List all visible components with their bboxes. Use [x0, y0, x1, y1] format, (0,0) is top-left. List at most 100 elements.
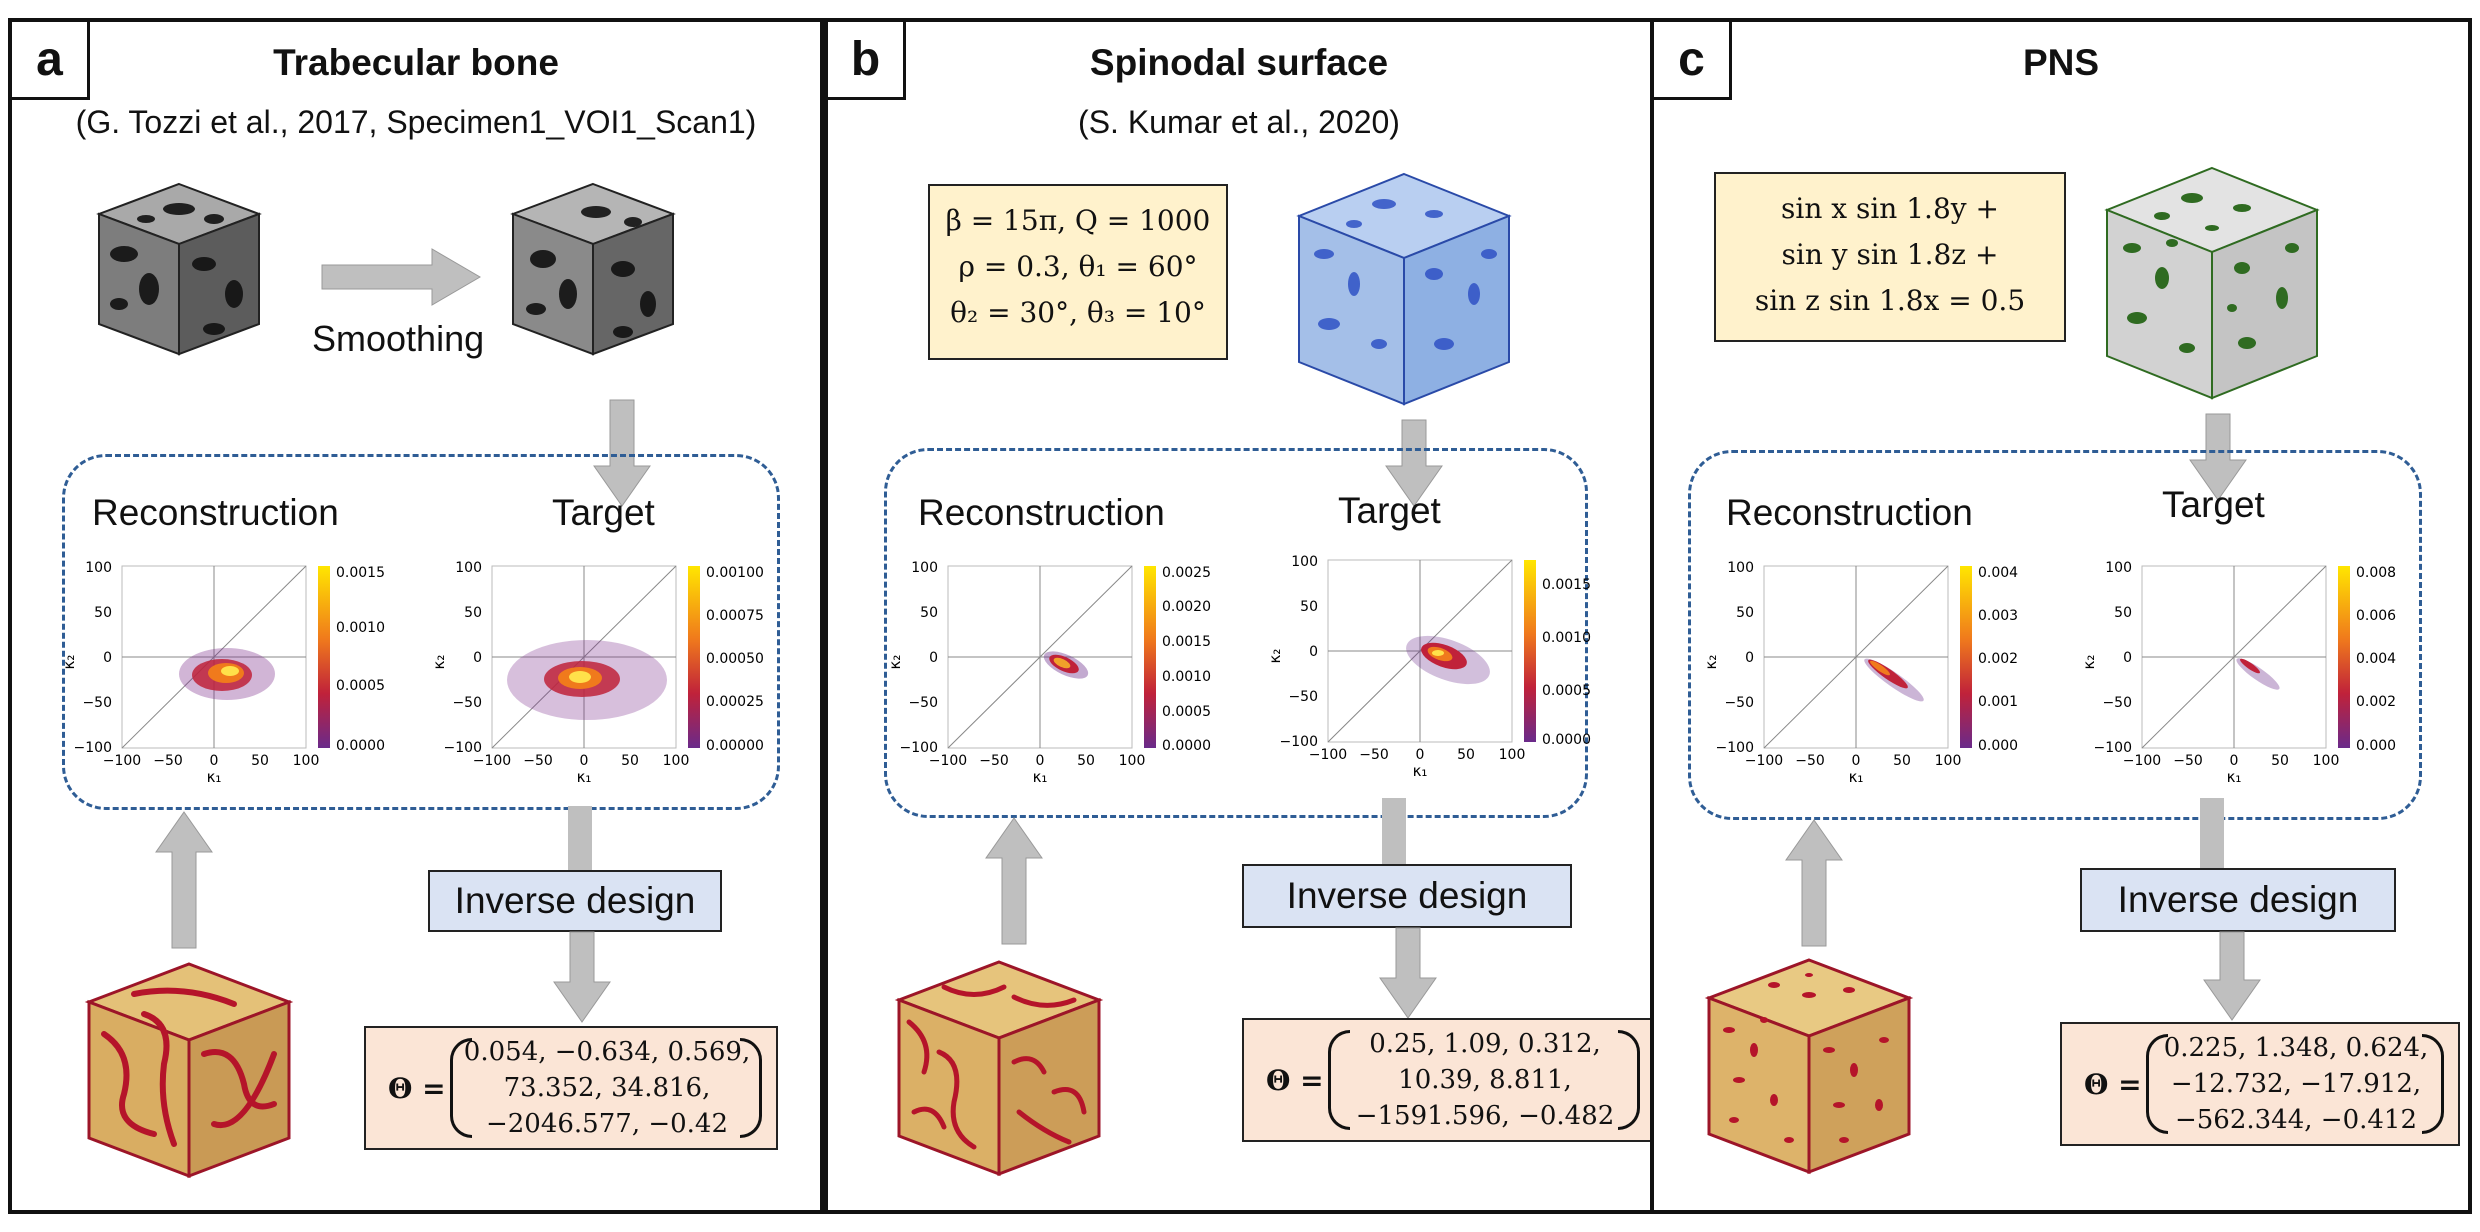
x-tick: −50: [2173, 753, 2203, 769]
y-axis-label: κ₂: [1266, 649, 1284, 664]
x-tick: 0: [1036, 753, 1045, 769]
colorbar-tick: 0.0010: [336, 620, 385, 636]
reconstruction-cube: [894, 960, 1104, 1177]
theta-line: 73.352, 34.816,: [503, 1073, 711, 1103]
theta-line: −562.344, −0.412: [2174, 1105, 2418, 1135]
target-label: Target: [552, 492, 655, 533]
x-tick: 100: [293, 753, 320, 769]
theta-values: 0.054, −0.634, 0.569, 73.352, 34.816, −2…: [456, 1028, 758, 1148]
reconstruction-label: Reconstruction: [92, 492, 339, 533]
x-axis-label: κ₁: [207, 768, 222, 786]
x-axis-label: κ₁: [1849, 768, 1864, 786]
inverse-design-box: Inverse design: [2080, 868, 2396, 932]
panel-a: a Trabecular bone (G. Tozzi et al., 2017…: [8, 18, 824, 1214]
theta-values: 0.25, 1.09, 0.312, 10.39, 8.811, −1591.5…: [1334, 1020, 1636, 1140]
x-axis-label: κ₁: [2227, 768, 2242, 786]
x-axis-label: κ₁: [577, 768, 592, 786]
smoothing-label: Smoothing: [312, 318, 485, 359]
y-tick: −50: [82, 695, 112, 711]
equation-line: sin y sin 1.8z +: [1781, 238, 1999, 271]
x-axis-label: κ₁: [1413, 762, 1428, 780]
y-tick: 50: [2114, 605, 2132, 621]
target-curvature-heatmap: 100 50 0 −50 −100 −100 −50 0 50 100 κ₁ κ…: [430, 560, 764, 786]
down-arrow-to-target: [1385, 419, 1443, 507]
theta-line: −1591.596, −0.482: [1355, 1101, 1615, 1131]
y-tick: 0: [1745, 650, 1754, 666]
inverse-design-box: Inverse design: [428, 870, 722, 932]
x-tick: 100: [1119, 753, 1146, 769]
colorbar-tick: 0.00100: [706, 565, 764, 581]
reconstruction-curvature-heatmap: 100 50 0 −50 −100 −100 −50 0 50 100 κ₁ κ…: [886, 560, 1211, 786]
spinodal-parameters-box: β = 15π, Q = 1000 ρ = 0.3, θ₁ = 60° θ₂ =…: [928, 184, 1228, 360]
target-label: Target: [1338, 490, 1441, 531]
x-tick: 100: [2313, 753, 2340, 769]
equation-line: β = 15π, Q = 1000: [945, 204, 1211, 237]
x-tick: 50: [1457, 747, 1475, 763]
down-arrow-to-theta: [1379, 927, 1437, 1019]
colorbar-tick: 0.0000: [1162, 738, 1211, 754]
x-axis-label: κ₁: [1033, 768, 1048, 786]
y-tick: 100: [455, 560, 482, 576]
y-tick: −100: [444, 740, 482, 756]
x-tick: −100: [2123, 753, 2161, 769]
panel-title: Trabecular bone: [273, 42, 559, 83]
theta-line: 10.39, 8.811,: [1398, 1065, 1572, 1095]
colorbar-tick: 0.0025: [1162, 565, 1211, 581]
curvature-maps-region: [62, 454, 780, 810]
y-tick: 50: [1300, 599, 1318, 615]
x-tick: 50: [1893, 753, 1911, 769]
x-tick: 100: [1499, 747, 1526, 763]
reconstruction-cube: [84, 962, 294, 1179]
theta-line: 0.225, 1.348, 0.624,: [2163, 1033, 2429, 1063]
y-tick: −100: [74, 740, 112, 756]
down-arrow-to-inverse-design: [1382, 798, 1406, 868]
theta-line: −2046.577, −0.42: [485, 1109, 729, 1139]
y-tick: 100: [911, 560, 938, 576]
y-axis-label: κ₂: [2080, 655, 2098, 670]
colorbar-tick: 0.0005: [1162, 704, 1211, 720]
x-tick: −50: [153, 753, 183, 769]
panel-title: PNS: [2022, 42, 2100, 83]
equation-line: sin z sin 1.8x = 0.5: [1754, 284, 2026, 317]
y-axis-label: κ₂: [60, 655, 78, 670]
y-tick: −50: [2102, 695, 2132, 711]
panel-citation: (S. Kumar et al., 2020): [1078, 104, 1400, 140]
y-tick: 50: [94, 605, 112, 621]
theta-parameter-box: Θ = 0.25, 1.09, 0.312, 10.39, 8.811, −15…: [1242, 1018, 1656, 1142]
x-tick: 50: [621, 753, 639, 769]
colorbar-tick: 0.0000: [1542, 732, 1591, 748]
x-tick: −50: [523, 753, 553, 769]
x-tick: −100: [929, 753, 967, 769]
colorbar-tick: 0.0015: [336, 565, 385, 581]
colorbar-tick: 0.008: [2356, 565, 2396, 581]
y-tick: −50: [1288, 689, 1318, 705]
x-tick: −100: [103, 753, 141, 769]
x-tick: 0: [580, 753, 589, 769]
colorbar-tick: 0.00050: [706, 651, 764, 667]
colorbar-tick: 0.002: [1978, 651, 2018, 667]
x-tick: 50: [1077, 753, 1095, 769]
x-tick: 0: [2230, 753, 2239, 769]
x-tick: −50: [1795, 753, 1825, 769]
colorbar-tick: 0.006: [2356, 608, 2396, 624]
reconstruction-cube: [1704, 958, 1914, 1175]
panel-citation: (G. Tozzi et al., 2017, Specimen1_VOI1_S…: [75, 104, 757, 140]
x-tick: 0: [1416, 747, 1425, 763]
smoothed-bone-cube: [510, 182, 676, 356]
trabecular-bone-cube: [96, 182, 262, 356]
y-axis-label: κ₂: [1702, 655, 1720, 670]
equation-line: sin x sin 1.8y +: [1781, 192, 1999, 225]
panel-c: c PNS sin x sin 1.8y + sin y sin 1.8z + …: [1650, 18, 2472, 1214]
up-arrow-from-reconstruction: [985, 817, 1043, 945]
equation-line: ρ = 0.3, θ₁ = 60°: [958, 250, 1198, 283]
y-tick: 50: [1736, 605, 1754, 621]
panel-b: b Spinodal surface (S. Kumar et al., 202…: [824, 18, 1656, 1214]
colorbar-tick: 0.002: [2356, 694, 2396, 710]
colorbar-tick: 0.0010: [1162, 669, 1211, 685]
colorbar-tick: 0.0020: [1162, 599, 1211, 615]
pns-equation-box: sin x sin 1.8y + sin y sin 1.8z + sin z …: [1714, 172, 2066, 342]
y-tick: 0: [2123, 650, 2132, 666]
y-tick: 50: [464, 605, 482, 621]
curvature-maps-region: [884, 448, 1588, 818]
